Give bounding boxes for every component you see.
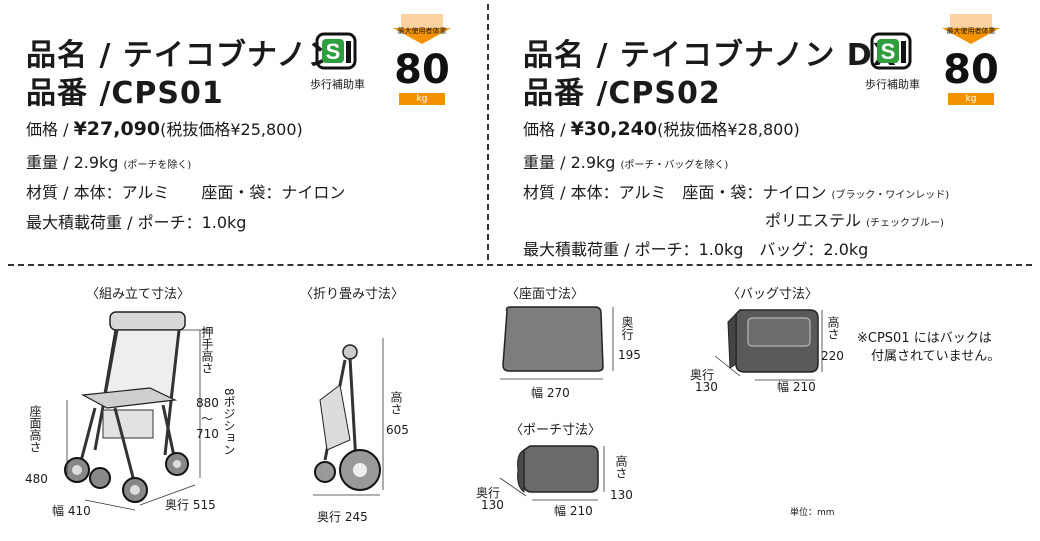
dim-pouch-height: 高さ	[614, 455, 628, 479]
right-weight-note: (ポーチ・バッグを除く)	[620, 160, 729, 171]
dim-width-410: 幅 410	[52, 504, 91, 518]
left-weight-label: 重量 / 2.9kg	[26, 153, 119, 172]
dim-pouch-width: 幅 210	[554, 504, 593, 518]
section-folded: 〈折り畳み寸法〉	[300, 287, 405, 302]
dim-depth-515: 奥行 515	[165, 498, 216, 512]
dim-bag-width: 幅 210	[777, 380, 816, 394]
left-weight-note: (ポーチを除く)	[123, 160, 192, 171]
dim-fold-height-val: 605	[386, 423, 409, 437]
dim-seat-height: 座面高さ	[28, 405, 42, 453]
dim-bag-height-val: 220	[821, 349, 844, 363]
left-price-value: ¥27,090	[73, 118, 161, 140]
dim-seat-height-val: 480	[25, 472, 48, 486]
left-name: 品名 / テイコブナノン	[26, 38, 339, 73]
arrow-down-icon	[942, 14, 1000, 44]
right-weight-banner: 最大使用者体重	[946, 27, 996, 35]
left-price-note: (税抜価格¥25,800)	[160, 120, 303, 139]
pouch-illustration	[499, 445, 605, 501]
right-material2-main: ポリエステル	[765, 211, 862, 230]
right-material-main: 材質 / 本体：アルミ 座面・袋：ナイロン	[523, 183, 827, 202]
right-price: 価格 / ¥30,240(税抜価格¥28,800)	[523, 116, 800, 140]
dim-pouch-depth: 奥行	[476, 486, 501, 500]
left-price-label: 価格 /	[26, 120, 74, 139]
left-material: 材質 / 本体：アルミ 座面・袋：ナイロン	[26, 183, 346, 202]
left-max-weight-unit: kg	[399, 93, 445, 105]
divider-horizontal	[8, 264, 1032, 266]
right-weight-label: 重量 / 2.9kg	[523, 153, 616, 172]
dim-pouch-depth-val: 130	[481, 498, 504, 512]
section-assembled: 〈組み立て寸法〉	[86, 287, 191, 302]
dim-bag-height: 高さ	[826, 316, 840, 340]
dim-seat-depth: 奥行	[620, 316, 634, 340]
right-price-value: ¥30,240	[570, 118, 658, 140]
note: ※CPS01 にはバックは 付属されていません。	[857, 330, 1000, 366]
right-name: 品名 / テイコブナノン DX	[523, 38, 897, 73]
left-si-mark: S	[315, 32, 357, 70]
dim-fold-height: 高さ	[389, 391, 403, 415]
right-weight-badge: 最大使用者体重 80 kg	[942, 14, 1000, 106]
svg-text:S: S	[881, 39, 896, 64]
walker-folded-illustration	[313, 338, 384, 496]
left-max-load: 最大積載荷重 / ポーチ：1.0kg	[26, 213, 247, 232]
left-max-weight: 80	[394, 47, 450, 93]
left-code: 品番 /CPS01	[26, 76, 224, 111]
left-weight-badge: 最大使用者体重 80 kg	[393, 14, 451, 106]
section-bag: 〈バッグ寸法〉	[727, 287, 819, 302]
dim-handle-range-bottom: 710	[196, 427, 219, 441]
right-material-note: (ブラック・ワインレッド)	[831, 190, 950, 201]
note-line1: ※CPS01 にはバックは	[857, 331, 992, 346]
right-weight: 重量 / 2.9kg (ポーチ・バッグを除く)	[523, 149, 728, 173]
right-price-label: 価格 /	[523, 120, 571, 139]
dim-positions: 8ポジション	[222, 388, 236, 456]
left-mark-label: 歩行補助車	[310, 78, 365, 91]
unit-label: 単位：mm	[790, 508, 835, 518]
right-mark-label: 歩行補助車	[865, 78, 920, 91]
right-price-note: (税抜価格¥28,800)	[657, 120, 800, 139]
dim-bag-depth: 奥行	[690, 368, 715, 382]
dim-pouch-height-val: 130	[610, 488, 633, 502]
right-material2-note: (チェックブルー)	[866, 218, 944, 229]
right-material2: ポリエステル (チェックブルー)	[765, 207, 944, 231]
arrow-down-icon	[393, 14, 451, 44]
dim-handle-range-sep: 〜	[201, 412, 214, 426]
right-max-weight-unit: kg	[948, 93, 994, 105]
right-max-weight: 80	[943, 47, 999, 93]
dim-seat-width: 幅 270	[531, 386, 570, 400]
note-line2: 付属されていません。	[871, 349, 1001, 364]
left-weight-banner: 最大使用者体重	[397, 27, 447, 35]
left-price: 価格 / ¥27,090(税抜価格¥25,800)	[26, 116, 303, 140]
si-mark-icon: S	[870, 32, 912, 70]
dim-bag-depth-val: 130	[695, 380, 718, 394]
section-pouch: 〈ポーチ寸法〉	[510, 423, 602, 438]
dim-seat-depth-val: 195	[618, 348, 641, 362]
right-max-load: 最大積載荷重 / ポーチ：1.0kg バッグ：2.0kg	[523, 240, 869, 259]
section-seat: 〈座面寸法〉	[506, 287, 585, 302]
dim-fold-depth: 奥行 245	[317, 510, 368, 524]
bag-illustration	[714, 309, 823, 381]
divider-vertical	[487, 4, 489, 260]
left-weight: 重量 / 2.9kg (ポーチを除く)	[26, 149, 191, 173]
right-material: 材質 / 本体：アルミ 座面・袋：ナイロン (ブラック・ワインレッド)	[523, 179, 949, 203]
dim-handle-range-top: 880	[196, 396, 219, 410]
svg-text:S: S	[326, 39, 341, 64]
si-mark-icon: S	[315, 32, 357, 70]
seat-illustration	[500, 306, 614, 380]
dim-handle-height: 押手高さ	[200, 326, 214, 374]
right-code: 品番 /CPS02	[523, 76, 721, 111]
walker-assembled-illustration	[64, 311, 207, 511]
right-si-mark: S	[870, 32, 912, 70]
